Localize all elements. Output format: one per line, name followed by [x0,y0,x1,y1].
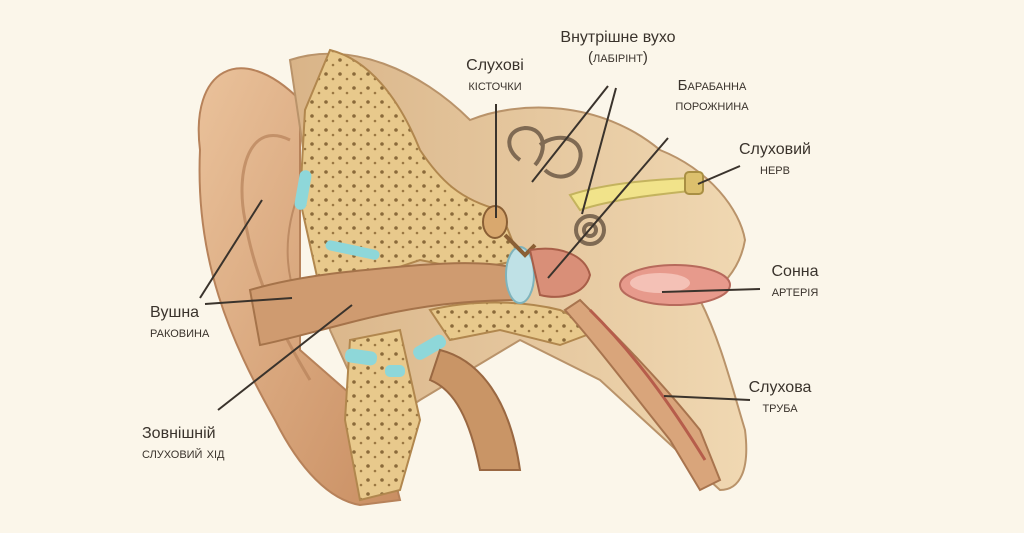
labyrinth-shape [507,125,606,246]
label-eustachian-tube-line-1: Слухова [748,379,812,396]
label-auditory-nerve-line-1: Слуховий [739,141,811,158]
pointer-eustachian-tube [663,395,751,401]
pointer-pinna-2 [204,297,293,305]
pointer-inner-ear-2 [581,87,617,215]
label-inner-ear-line-1: Внутрішне вухо [560,29,676,46]
carotid-artery-shape [619,264,731,306]
pointer-auditory-nerve [697,165,741,185]
pointer-carotid-artery [661,288,761,293]
label-inner-ear: Внутрішне вухо (лабірінт) [548,28,688,68]
label-carotid-artery-line-2: артерія [771,283,819,300]
pointer-tympanic-cavity [547,137,669,279]
label-ear-canal-line-2: слуховий хід [142,445,225,462]
label-carotid-artery: Сонна артерія [760,262,830,302]
label-pinna-line-2: раковина [150,324,210,341]
pointer-ear-canal [217,304,353,411]
pointer-pinna-1 [199,199,263,299]
pointer-lines [199,85,761,411]
cartilage-highlights [294,170,447,377]
label-auditory-nerve: Слуховий нерв [730,140,820,180]
label-carotid-artery-line-1: Сонна [771,263,819,280]
label-pinna: Вушна раковина [150,303,209,343]
lower-jaw-bone [428,348,522,471]
label-pinna-line-1: Вушна [150,304,200,321]
label-tympanic-cavity-line-1: Барабанна [677,77,747,94]
label-ear-canal: Зовнішній слуховий хід [142,424,224,464]
label-tympanic-cavity: Барабанна порожнина [652,76,772,116]
label-tympanic-cavity-line-2: порожнина [675,97,749,114]
label-ossicles: Слухові кісточки [440,56,550,96]
auditory-nerve-shape [568,171,704,212]
label-eustachian-tube: Слухова труба [740,378,820,418]
tympanic-cavity-shape [528,247,592,298]
label-ossicles-line-1: Слухові [466,57,524,74]
label-eustachian-tube-line-2: труба [762,399,798,416]
label-inner-ear-line-2: (лабірінт) [588,49,648,66]
ossicles-shape [482,205,537,258]
pointer-inner-ear-1 [531,85,609,183]
label-ossicles-line-2: кісточки [468,77,522,94]
tympanic-membrane [505,246,535,304]
eustachian-tube-shape [563,298,722,492]
label-ear-canal-line-1: Зовнішній [142,425,216,442]
label-auditory-nerve-line-2: нерв [760,161,790,178]
